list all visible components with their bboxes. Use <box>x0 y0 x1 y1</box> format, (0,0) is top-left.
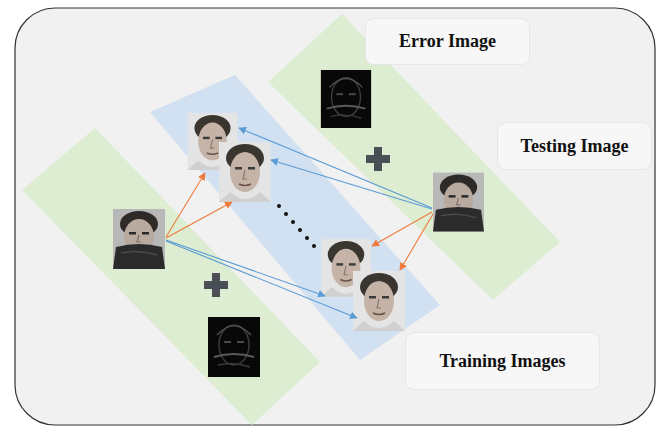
label-text: Error Image <box>399 31 496 52</box>
testing-face <box>113 209 165 269</box>
error-image <box>321 70 371 128</box>
training-face <box>353 271 405 331</box>
label-text: Training Images <box>439 351 565 372</box>
testing-face <box>433 173 484 232</box>
arrows <box>166 128 433 318</box>
plus-sign <box>366 147 390 171</box>
label-box: Testing Image <box>497 122 652 170</box>
plus-sign <box>204 273 228 297</box>
training-face <box>219 142 271 202</box>
label-box: Training Images <box>405 332 600 390</box>
frame <box>15 8 655 425</box>
label-text: Testing Image <box>521 136 629 157</box>
error-image <box>208 317 260 377</box>
label-box: Error Image <box>365 18 530 65</box>
ellipsis-dots <box>277 204 316 248</box>
